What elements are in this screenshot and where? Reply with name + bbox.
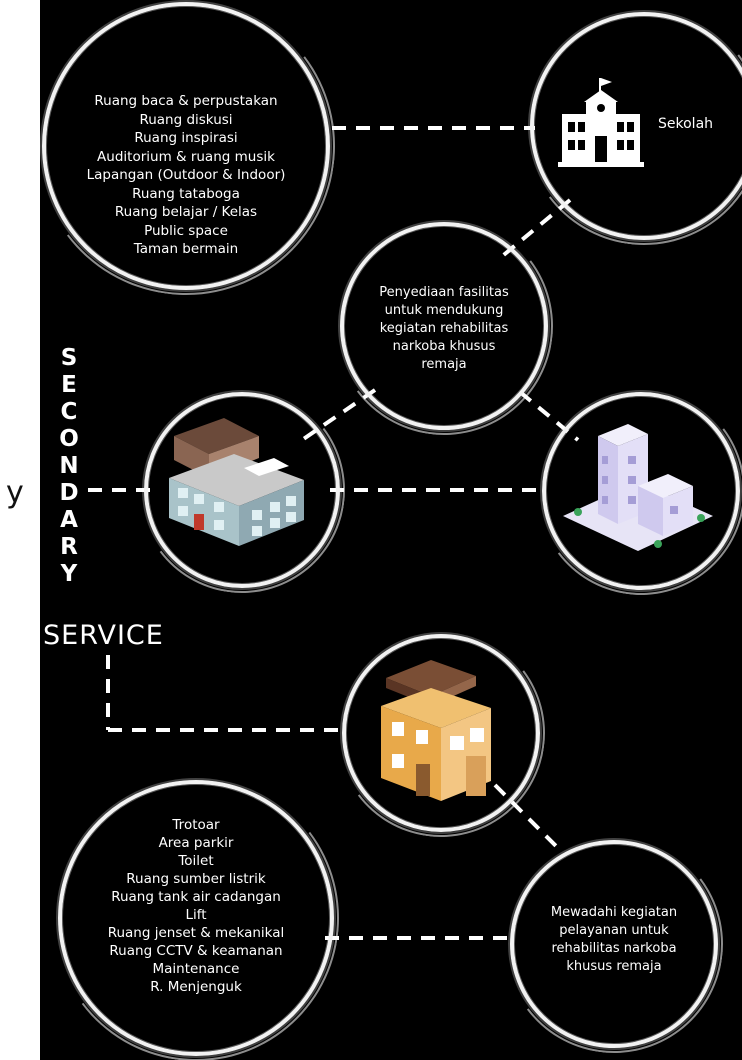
- list-item: Auditorium & ruang musik: [97, 148, 275, 165]
- list-item: Ruang sumber listrik: [126, 871, 266, 887]
- list-item: Ruang inspirasi: [134, 130, 238, 146]
- service-list: Trotoar Area parkir Toilet Ruang sumber …: [62, 816, 330, 996]
- cropped-text-fragment: y: [6, 475, 24, 510]
- building-illustration-icon: [169, 418, 304, 546]
- connector-center-right: [518, 390, 580, 442]
- purpose-text: Penyediaan fasilitas untuk mendukung keg…: [379, 285, 509, 372]
- facility-list-circle: Ruang baca & perpustakan Ruang diskusi R…: [42, 2, 330, 290]
- list-item: Ruang diskusi: [139, 111, 233, 128]
- list-item: Lapangan (Outdoor & Indoor): [86, 167, 286, 183]
- service-description-circle: Mewadahi kegiatan pelayanan untuk rehabi…: [510, 840, 718, 1048]
- list-item: Ruang jenset & mekanikal: [107, 925, 285, 941]
- service-list-circle: Trotoar Area parkir Toilet Ruang sumber …: [58, 780, 334, 1056]
- list-item: Taman bermain: [133, 241, 239, 257]
- list-item: Maintenance: [152, 961, 240, 977]
- school-circle: Sekolah: [530, 12, 742, 240]
- left-margin: y: [0, 0, 40, 1060]
- service-building-circle: [342, 634, 540, 832]
- secondary-building-circle-right: [542, 392, 740, 590]
- building-illustration-icon: [381, 660, 491, 801]
- list-item: Ruang baca & perpustakan: [94, 93, 278, 109]
- secondary-building-circle-left: [144, 392, 340, 588]
- purpose-circle: Penyediaan fasilitas untuk mendukung keg…: [340, 222, 548, 430]
- service-label: SERVICE: [43, 620, 164, 651]
- list-item: Ruang belajar / Kelas: [114, 204, 258, 220]
- service-description-text: Mewadahi kegiatan pelayanan untuk rehabi…: [550, 905, 678, 974]
- diagram-panel: Ruang baca & perpustakan Ruang diskusi R…: [40, 0, 742, 1060]
- school-building-icon: [558, 78, 644, 167]
- list-item: Ruang CCTV & keamanan: [109, 943, 283, 959]
- list-item: Ruang tataboga: [132, 185, 240, 202]
- list-item: Trotoar: [172, 817, 220, 833]
- list-item: Area parkir: [158, 835, 234, 851]
- list-item: Toilet: [178, 853, 214, 869]
- list-item: R. Menjenguk: [150, 979, 242, 995]
- list-item: Ruang tank air cadangan: [111, 889, 281, 905]
- building-illustration-icon: [563, 424, 713, 551]
- secondary-label: S E C O N D A R Y: [59, 345, 79, 587]
- facility-list: Ruang baca & perpustakan Ruang diskusi R…: [46, 92, 326, 259]
- list-item: Lift: [185, 907, 207, 923]
- list-item: Public space: [144, 222, 228, 239]
- school-label: Sekolah: [658, 116, 714, 132]
- connector-building-desc: [493, 783, 562, 852]
